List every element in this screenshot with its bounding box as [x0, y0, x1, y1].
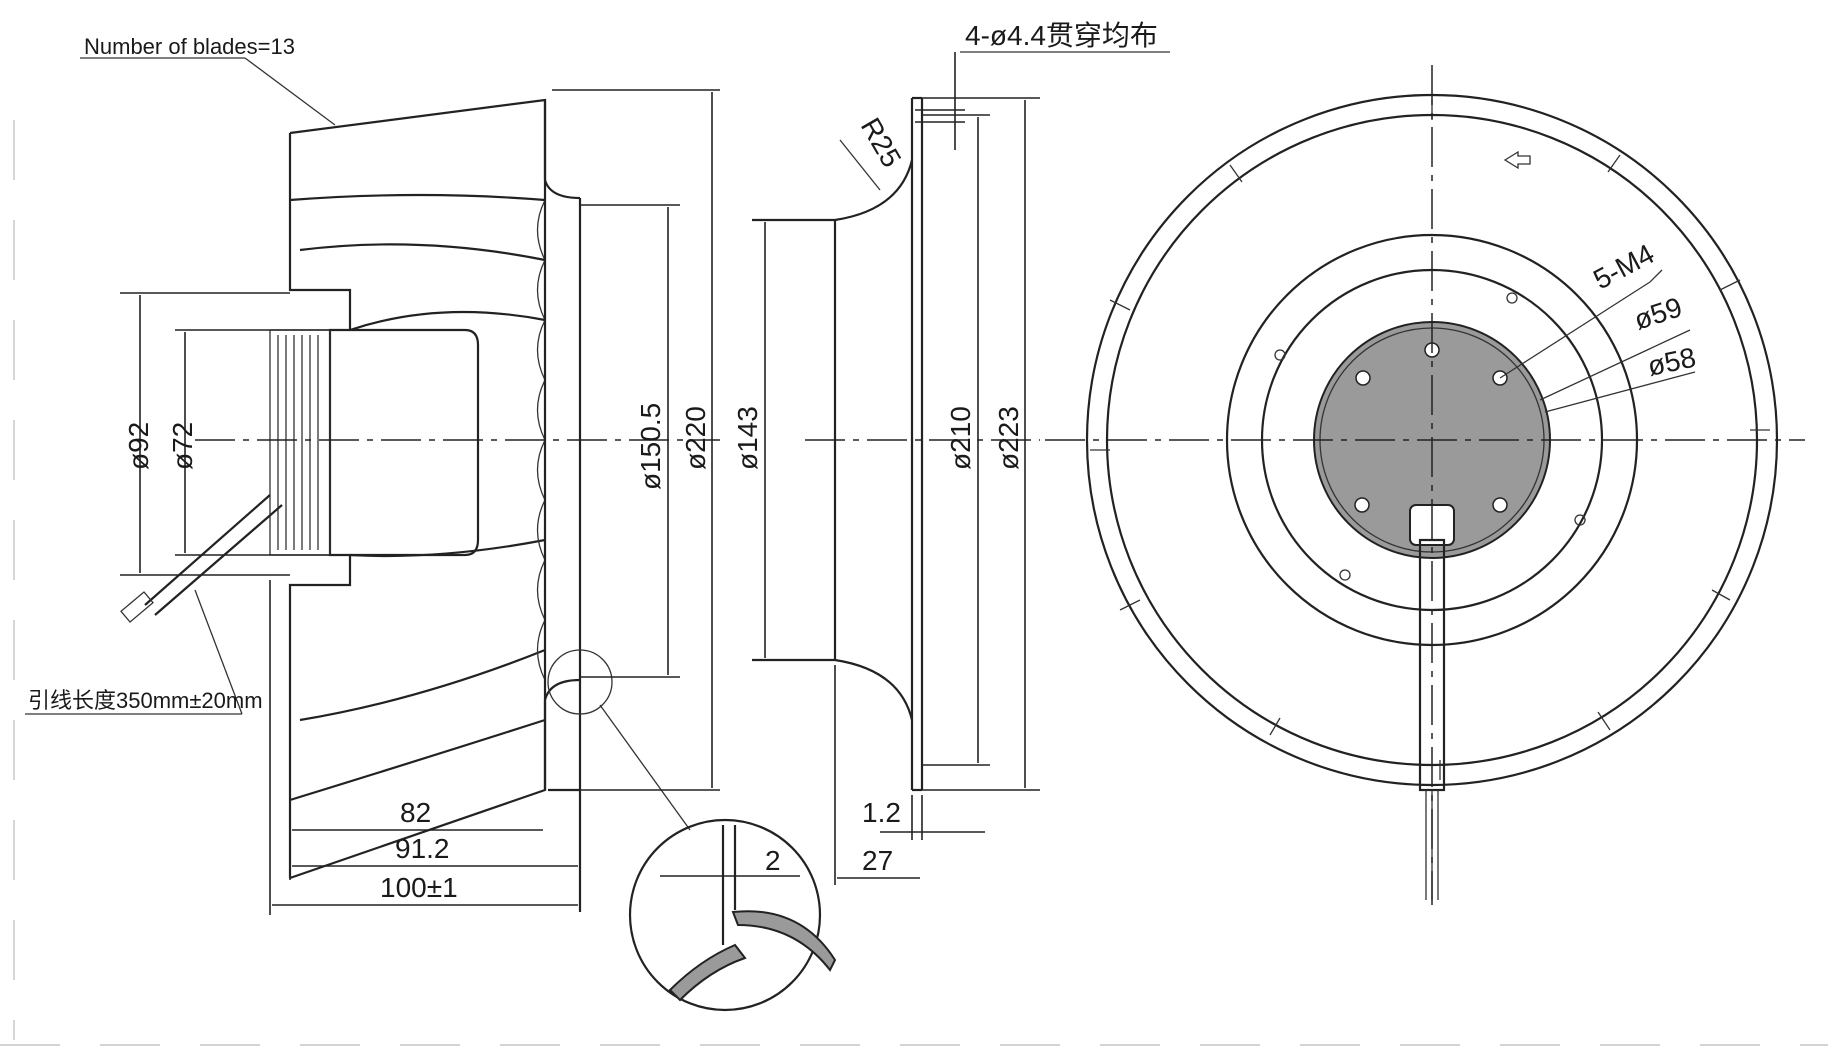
dim-d210: ø210	[922, 114, 990, 766]
holes-callout: 4-ø4.4贯穿均布	[915, 20, 1170, 150]
dim-len-91-2: 91.2	[292, 833, 578, 867]
label-d150-5: ø150.5	[635, 403, 666, 490]
motor-fins	[277, 335, 319, 550]
label-d210: ø210	[945, 406, 976, 470]
dim-d220: ø220	[552, 89, 720, 791]
label-d92: ø92	[123, 422, 154, 470]
label-5-m4: 5-M4	[1588, 238, 1659, 295]
inlet-ring-section	[752, 96, 924, 792]
dim-d72: ø72	[167, 329, 330, 556]
dim-d143: ø143	[732, 219, 770, 658]
label-holes: 4-ø4.4贯穿均布	[965, 20, 1158, 51]
dim-d58-callout: ø58	[1544, 342, 1698, 413]
dim-d223: ø223	[922, 97, 1040, 791]
label-len-27: 27	[862, 845, 893, 876]
label-thk-1-2: 1.2	[862, 797, 901, 828]
label-r25: R25	[855, 113, 908, 173]
label-gap-2: 2	[765, 845, 781, 876]
label-len-82: 82	[400, 797, 431, 828]
blades-callout: Number of blades=13	[80, 34, 336, 126]
label-d143: ø143	[732, 406, 763, 470]
dim-len-100: 100±1	[269, 580, 578, 915]
dim-d150-5: ø150.5	[580, 204, 680, 678]
detail-view: 2	[628, 818, 837, 1012]
label-len-91-2: 91.2	[395, 833, 450, 864]
dim-thk-1-2: 1.2	[862, 795, 985, 840]
lead-callout: 引线长度350mm±20mm	[25, 589, 263, 715]
detail-circle-small	[547, 649, 613, 715]
label-d59: ø59	[1630, 291, 1685, 335]
impeller-side-view	[120, 98, 691, 912]
label-lead-length: 引线长度350mm±20mm	[28, 688, 263, 713]
radius-callout: R25	[839, 113, 908, 191]
label-len-100: 100±1	[380, 872, 458, 903]
label-d72: ø72	[167, 422, 198, 470]
dim-d92: ø92	[120, 292, 290, 576]
dim-len-27: 27	[834, 665, 920, 885]
label-blades: Number of blades=13	[84, 34, 295, 59]
label-d220: ø220	[680, 406, 711, 470]
dim-len-82: 82	[289, 797, 543, 880]
label-d223: ø223	[993, 406, 1024, 470]
